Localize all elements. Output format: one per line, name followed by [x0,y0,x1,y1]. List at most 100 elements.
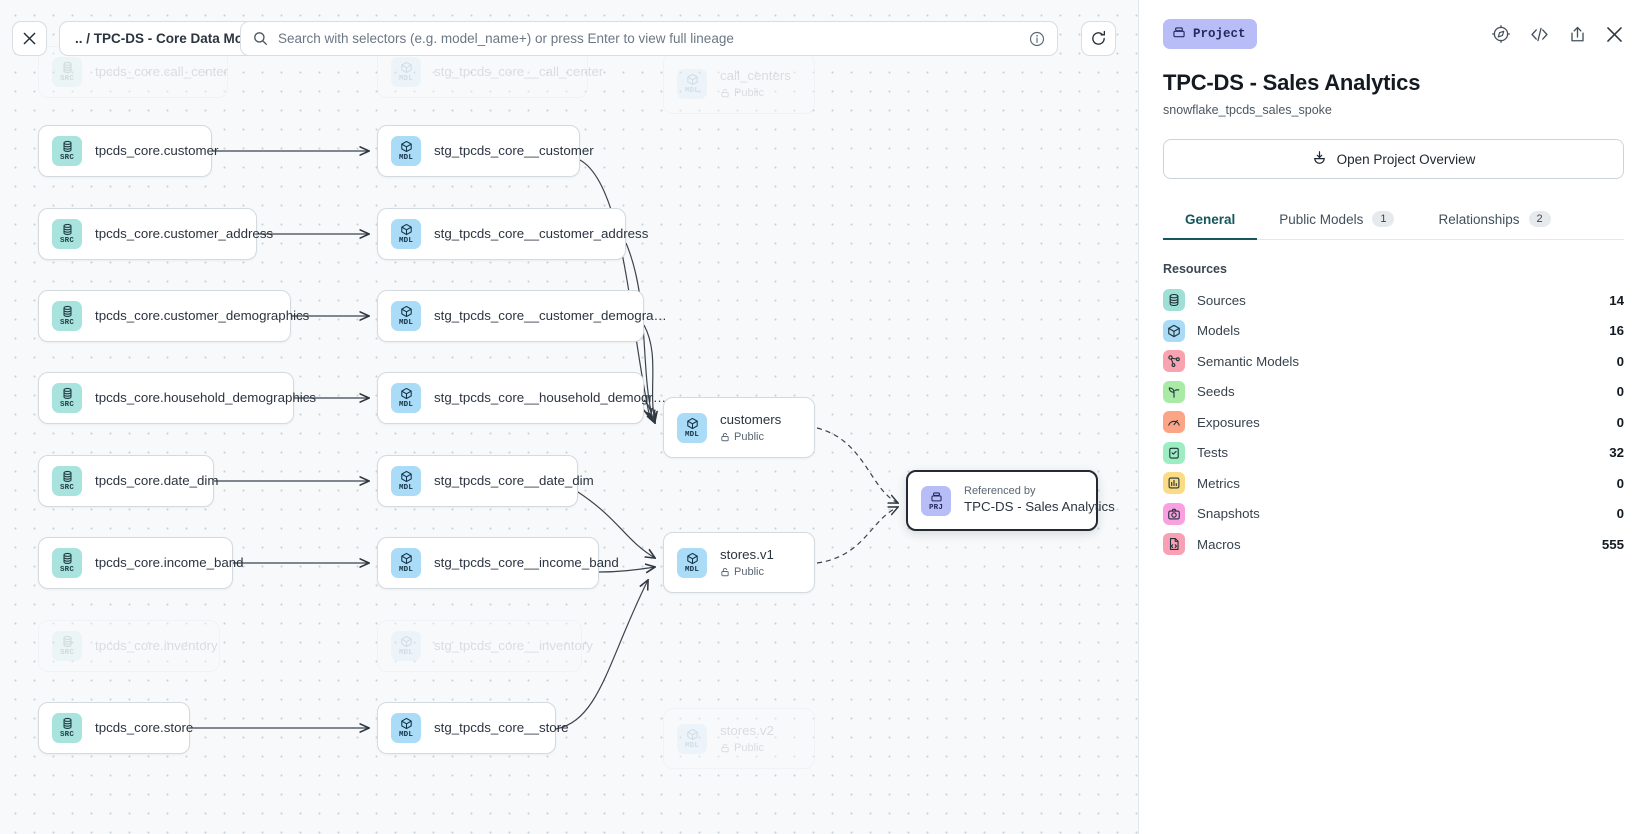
close-lineage-button[interactable] [12,21,47,56]
project-type-chip[interactable]: Project [1163,19,1257,49]
semantic-graph-icon [1168,355,1180,368]
database-icon [61,387,74,400]
seedling-icon [1168,387,1180,398]
info-icon[interactable] [1029,31,1045,47]
database-icon [61,552,74,565]
search-bar[interactable] [240,21,1058,56]
search-input[interactable] [278,31,1029,46]
node-label: stores.v1 [720,546,774,562]
cube-icon [400,470,413,483]
tab-public-models[interactable]: Public Models 1 [1257,201,1416,240]
resource-icon-wrap [1163,380,1185,403]
lineage-node-mdl_hh_demo[interactable]: MDL stg_tpcds_core__household_demogr… [377,372,666,424]
node-type-badge-mdl: MDL [391,136,421,166]
node-type-badge-mdl: MDL [391,57,421,87]
node-type-label: MDL [398,319,414,327]
node-label: stg_tpcds_core__household_demogr… [434,389,667,405]
resource-count: 0 [1616,414,1624,430]
node-type-label: MDL [398,484,414,492]
cube-icon [686,417,699,430]
close-panel-icon[interactable] [1605,25,1624,44]
open-project-overview-button[interactable]: Open Project Overview [1163,139,1624,179]
node-label: tpcds_core.date_dim [95,472,219,488]
explore-icon[interactable] [1491,24,1511,44]
node-visibility-label: Public [734,87,764,100]
tab-relationships[interactable]: Relationships 2 [1416,201,1572,240]
node-label: call_centers [720,67,791,83]
node-type-badge-src: SRC [52,713,82,743]
resource-label: Macros [1197,536,1241,552]
node-visibility-label: Public [734,431,764,444]
node-type-label: MDL [398,401,414,409]
project-subtitle: snowflake_tpcds_sales_spoke [1163,103,1332,117]
node-label: tpcds_core.customer [95,142,219,158]
node-visibility: Public [720,742,774,754]
cube-icon [400,305,413,318]
node-relation-label: Referenced by [964,485,1036,498]
resource-row[interactable]: Models 16 [1163,316,1624,347]
node-type-badge-src: SRC [52,301,82,331]
lineage-node-src_cust_demo[interactable]: SRC tpcds_core.customer_demographics [38,290,309,342]
resource-label: Semantic Models [1197,353,1299,369]
database-icon [61,223,74,236]
database-icon [61,470,74,483]
refresh-button[interactable] [1081,21,1116,56]
node-type-badge-mdl: MDL [677,68,707,99]
node-type-badge-src: SRC [52,466,82,496]
node-type-label: SRC [59,566,75,574]
lineage-edges [190,0,1139,834]
cube-icon [400,140,413,153]
resource-label: Models [1197,323,1240,339]
overview-button-label: Open Project Overview [1336,151,1476,167]
code-icon[interactable] [1529,24,1550,45]
lineage-node-src_customer[interactable]: SRC tpcds_core.customer [38,125,218,177]
node-label: tpcds_core.customer_demographics [95,307,310,323]
node-label: TPC-DS - Sales Analytics [964,499,1115,515]
node-type-label: MDL [398,154,414,162]
node-type-badge-mdl: MDL [677,547,707,578]
node-type-label: MDL [398,75,414,83]
database-icon [61,635,74,648]
panel-actions [1491,24,1624,45]
share-icon[interactable] [1568,25,1587,44]
lineage-node-src_date_dim[interactable]: SRC tpcds_core.date_dim [38,455,218,507]
node-type-badge-src: SRC [52,136,82,166]
resource-count: 0 [1616,384,1624,400]
node-type-badge-prj: PRJ [921,485,951,516]
resource-count: 16 [1609,323,1624,339]
node-type-badge-src: SRC [52,57,82,87]
overview-icon [1312,150,1327,168]
tab-general[interactable]: General [1163,201,1258,240]
project-icon [1172,25,1186,43]
panel-header: Project [1163,0,1624,56]
